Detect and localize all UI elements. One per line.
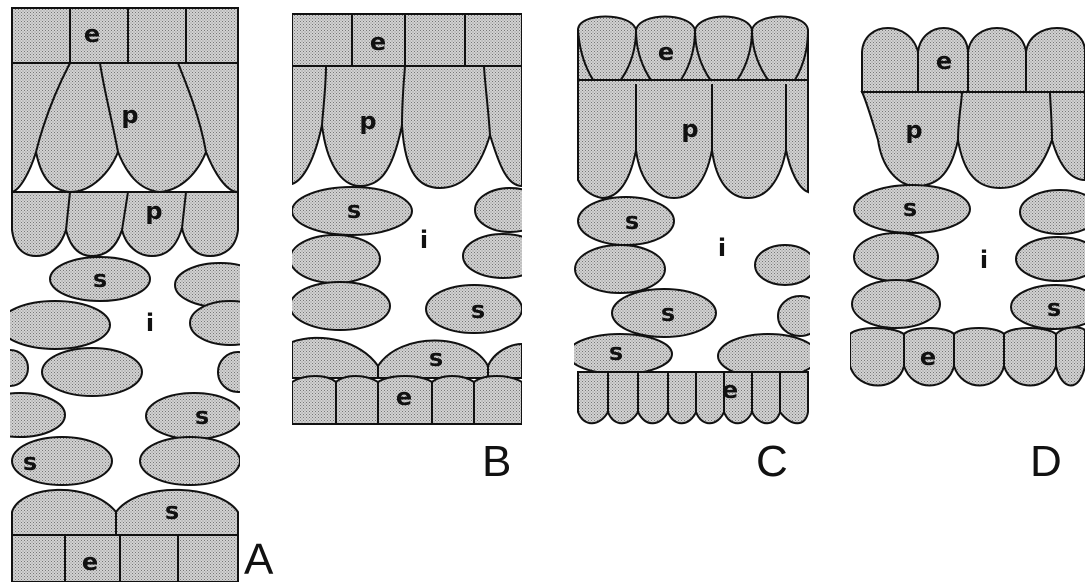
label-intercellular-a: i xyxy=(146,309,154,337)
label-epidermis-d-bottom: e xyxy=(920,343,936,371)
label-palisade-a-2: p xyxy=(145,197,162,225)
label-spongy-d-2: s xyxy=(1047,294,1061,322)
epidermis-lower-c xyxy=(578,372,808,423)
label-palisade-c: p xyxy=(681,115,698,143)
epidermis-upper-a xyxy=(12,8,238,63)
label-intercellular-d: i xyxy=(980,246,988,274)
label-spongy-a-2: s xyxy=(195,402,209,430)
panel-c xyxy=(568,17,822,424)
label-palisade-a-1: p xyxy=(121,101,138,129)
label-palisade-d: p xyxy=(905,116,922,144)
label-spongy-b-1: s xyxy=(347,196,361,224)
panel-letter-b: B xyxy=(482,437,511,486)
label-spongy-b-3: s xyxy=(429,344,443,372)
panel-letter-a: A xyxy=(244,535,274,582)
label-spongy-a-1: s xyxy=(93,265,107,293)
label-spongy-d-1: s xyxy=(903,194,917,222)
label-epidermis-c-top: e xyxy=(658,38,674,66)
palisade-row2-a xyxy=(12,192,238,256)
epidermis-upper-d xyxy=(862,28,1085,92)
panel-letter-c: C xyxy=(756,437,788,486)
panel-letter-d: D xyxy=(1030,437,1062,486)
label-spongy-b-2: s xyxy=(471,296,485,324)
label-epidermis-d-top: e xyxy=(936,47,952,75)
label-spongy-c-3: s xyxy=(609,338,623,366)
epidermis-upper-b xyxy=(292,14,522,74)
label-spongy-a-3: s xyxy=(23,448,37,476)
label-spongy-c-2: s xyxy=(661,299,675,327)
epidermis-lower-d xyxy=(850,327,1085,385)
label-palisade-b: p xyxy=(359,107,376,135)
label-epidermis-a-top: e xyxy=(84,20,100,48)
label-epidermis-b-top: e xyxy=(370,28,386,56)
label-spongy-a-4: s xyxy=(165,497,179,525)
epidermis-lower-a xyxy=(12,535,238,582)
panel-d xyxy=(850,28,1085,386)
label-epidermis-a-bottom: e xyxy=(82,548,98,576)
label-intercellular-c: i xyxy=(718,234,726,262)
label-epidermis-c-bottom: e xyxy=(722,376,738,404)
panel-b xyxy=(290,14,545,424)
label-epidermis-b-bottom: e xyxy=(396,383,412,411)
label-intercellular-b: i xyxy=(420,226,428,254)
panel-a xyxy=(0,8,270,582)
palisade-b xyxy=(292,66,522,188)
label-spongy-c-1: s xyxy=(625,207,639,235)
